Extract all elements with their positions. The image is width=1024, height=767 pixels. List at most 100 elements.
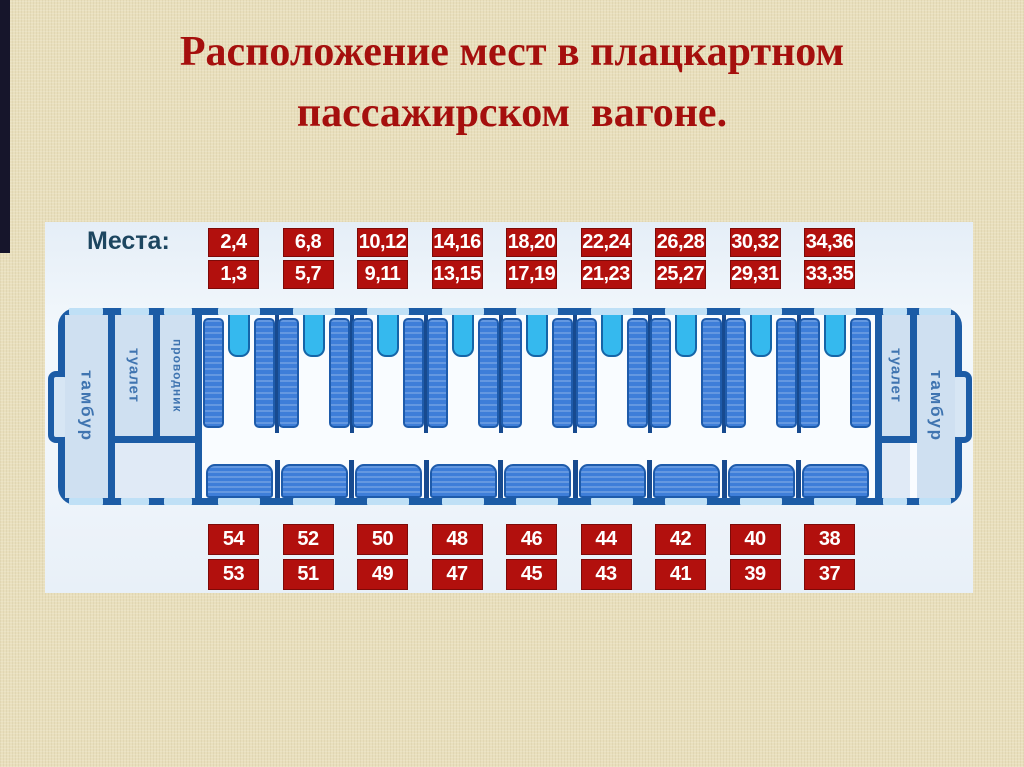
compartment-table (526, 315, 548, 357)
floor-right (882, 443, 910, 498)
berth-transverse (254, 318, 275, 428)
car-window (665, 308, 707, 315)
car-window (367, 308, 409, 315)
seat-badge-lower: 43 (580, 559, 632, 590)
wall (195, 315, 202, 498)
berth-side (653, 464, 720, 498)
seat-badge-lower: 5,7 (282, 260, 334, 289)
seat-badge-upper: 38 (804, 524, 855, 555)
seat-badge-upper: 26,28 (655, 228, 706, 257)
compartment-table (675, 315, 697, 357)
compartment-divider (424, 315, 428, 433)
room-left-toilet: туалет (115, 315, 153, 436)
car-window (69, 498, 103, 505)
berth-transverse (203, 318, 224, 428)
seat-pair-column: 14,16 13,15 (431, 228, 483, 289)
side-berth-divider (498, 460, 503, 498)
seat-badge-lower: 37 (804, 559, 855, 590)
berth-side (727, 464, 795, 498)
seat-badge-upper: 22,24 (580, 228, 632, 257)
berth-side (802, 464, 869, 498)
compartment-divider (349, 315, 354, 433)
seat-badge-lower: 13,15 (431, 260, 483, 289)
room-conductor: проводник (160, 315, 195, 436)
car-window (121, 498, 149, 505)
floor-left (115, 443, 195, 498)
car-window (814, 498, 856, 505)
compartment-divider (796, 315, 801, 433)
seat-badge-upper: 44 (580, 524, 632, 555)
seat-badge-upper: 52 (282, 524, 334, 555)
berth-transverse (477, 318, 499, 428)
room-label: тамбур (927, 370, 946, 443)
seat-badge-upper: 42 (655, 524, 706, 555)
legend-label: Места: (87, 227, 170, 255)
seat-badge-lower: 45 (506, 559, 557, 590)
berth-side (355, 464, 422, 498)
seat-badge-lower: 25,27 (655, 260, 706, 289)
seat-badge-lower: 33,35 (804, 260, 855, 289)
compartment-table (600, 315, 623, 357)
room-right-toilet: туалет (882, 315, 910, 436)
berth-transverse (701, 318, 722, 428)
berth-transverse (403, 318, 424, 428)
side-berth-divider (721, 460, 727, 498)
car-window (883, 498, 907, 505)
seat-badge-lower: 49 (357, 559, 408, 590)
side-berth-divider (423, 460, 429, 498)
seat-badge-upper: 40 (729, 524, 781, 555)
room-right-vestibule: тамбур (917, 315, 955, 498)
car-window (665, 498, 707, 505)
compartment-table (824, 315, 846, 357)
car-window (919, 498, 951, 505)
car-window (814, 308, 856, 315)
seat-badge-upper: 30,32 (729, 228, 781, 257)
seat-badge-upper: 48 (431, 524, 483, 555)
car-window (367, 498, 409, 505)
compartment-table (451, 315, 474, 357)
wall (153, 315, 160, 443)
berth-side (206, 464, 273, 498)
train-car: тамбур туалет проводник туалет (48, 308, 972, 505)
berth-transverse (501, 318, 522, 428)
berth-transverse (426, 318, 448, 428)
seat-badge-upper: 54 (208, 524, 259, 555)
seat-badge-upper: 10,12 (357, 228, 408, 257)
seat-badge-lower: 41 (655, 559, 706, 590)
car-window (739, 308, 782, 315)
car-window (218, 308, 260, 315)
seat-badge-lower: 29,31 (729, 260, 781, 289)
slide-title: Расположение мест в плацкартном пассажир… (0, 22, 1024, 144)
compartment-divider (275, 315, 279, 433)
car-window (292, 498, 335, 505)
room-left-vestibule: тамбур (65, 315, 108, 498)
compartment-table (377, 315, 399, 357)
berth-transverse (328, 318, 350, 428)
compartment-divider (722, 315, 726, 433)
seat-badge-upper: 18,20 (506, 228, 557, 257)
berth-transverse (650, 318, 671, 428)
room-label: тамбур (77, 370, 97, 443)
berth-side (429, 464, 497, 498)
berth-side (280, 464, 348, 498)
berth-side (578, 464, 646, 498)
berth-transverse (850, 318, 871, 428)
berth-transverse (575, 318, 597, 428)
car-window (441, 498, 484, 505)
car-window (121, 308, 149, 315)
seat-badge-upper: 14,16 (431, 228, 483, 257)
seat-badge-lower: 9,11 (357, 260, 408, 289)
compartment-divider (647, 315, 652, 433)
car-window (590, 308, 633, 315)
